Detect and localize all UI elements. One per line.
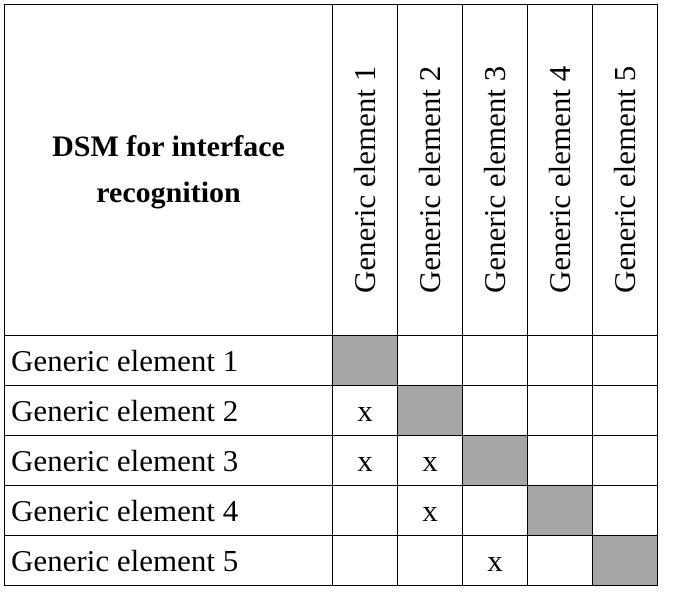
diagonal-cell: [527, 485, 593, 536]
column-header-1: Generic element 1: [332, 4, 398, 336]
header-row: DSM for interface recognition Generic el…: [4, 4, 658, 336]
column-header-label: Generic element 4: [542, 65, 577, 293]
dsm-title: DSM for interface recognition: [52, 130, 285, 209]
matrix-row-2: Generic element 2 x: [4, 385, 658, 436]
matrix-cell: x: [397, 485, 463, 536]
matrix-cell: [332, 485, 398, 536]
matrix-cell: [397, 335, 463, 386]
row-header-4: Generic element 4: [4, 485, 333, 536]
column-header-3: Generic element 3: [462, 4, 528, 336]
matrix-cell: x: [397, 435, 463, 486]
matrix-cell: [592, 435, 658, 486]
column-header-5: Generic element 5: [592, 4, 658, 336]
diagonal-cell: [332, 335, 398, 386]
row-header-3: Generic element 3: [4, 435, 333, 486]
matrix-cell: [527, 385, 593, 436]
diagonal-cell: [397, 385, 463, 436]
matrix-cell: [592, 485, 658, 536]
matrix-cell: [397, 535, 463, 586]
matrix-cell: x: [332, 435, 398, 486]
matrix-cell: [462, 385, 528, 436]
row-header-5: Generic element 5: [4, 535, 333, 586]
matrix-row-1: Generic element 1: [4, 335, 658, 386]
matrix-row-4: Generic element 4 x: [4, 485, 658, 536]
matrix-cell: x: [332, 385, 398, 436]
dsm-title-cell: DSM for interface recognition: [4, 4, 333, 336]
column-header-label: Generic element 1: [347, 65, 382, 293]
matrix-cell: [527, 535, 593, 586]
matrix-cell: [462, 485, 528, 536]
matrix-cell: [592, 385, 658, 436]
matrix-row-3: Generic element 3 x x: [4, 435, 658, 486]
matrix-cell: x: [462, 535, 528, 586]
matrix-cell: [592, 335, 658, 386]
matrix-cell: [462, 335, 528, 386]
diagonal-cell: [592, 535, 658, 586]
matrix-cell: [527, 335, 593, 386]
matrix-cell: [332, 535, 398, 586]
column-header-label: Generic element 5: [607, 65, 642, 293]
diagonal-cell: [462, 435, 528, 486]
dsm-table: DSM for interface recognition Generic el…: [4, 4, 658, 586]
column-header-label: Generic element 2: [412, 65, 447, 293]
row-header-2: Generic element 2: [4, 385, 333, 436]
matrix-cell: [527, 435, 593, 486]
column-header-label: Generic element 3: [477, 65, 512, 293]
row-header-1: Generic element 1: [4, 335, 333, 386]
matrix-row-5: Generic element 5 x: [4, 535, 658, 586]
column-header-2: Generic element 2: [397, 4, 463, 336]
column-header-4: Generic element 4: [527, 4, 593, 336]
